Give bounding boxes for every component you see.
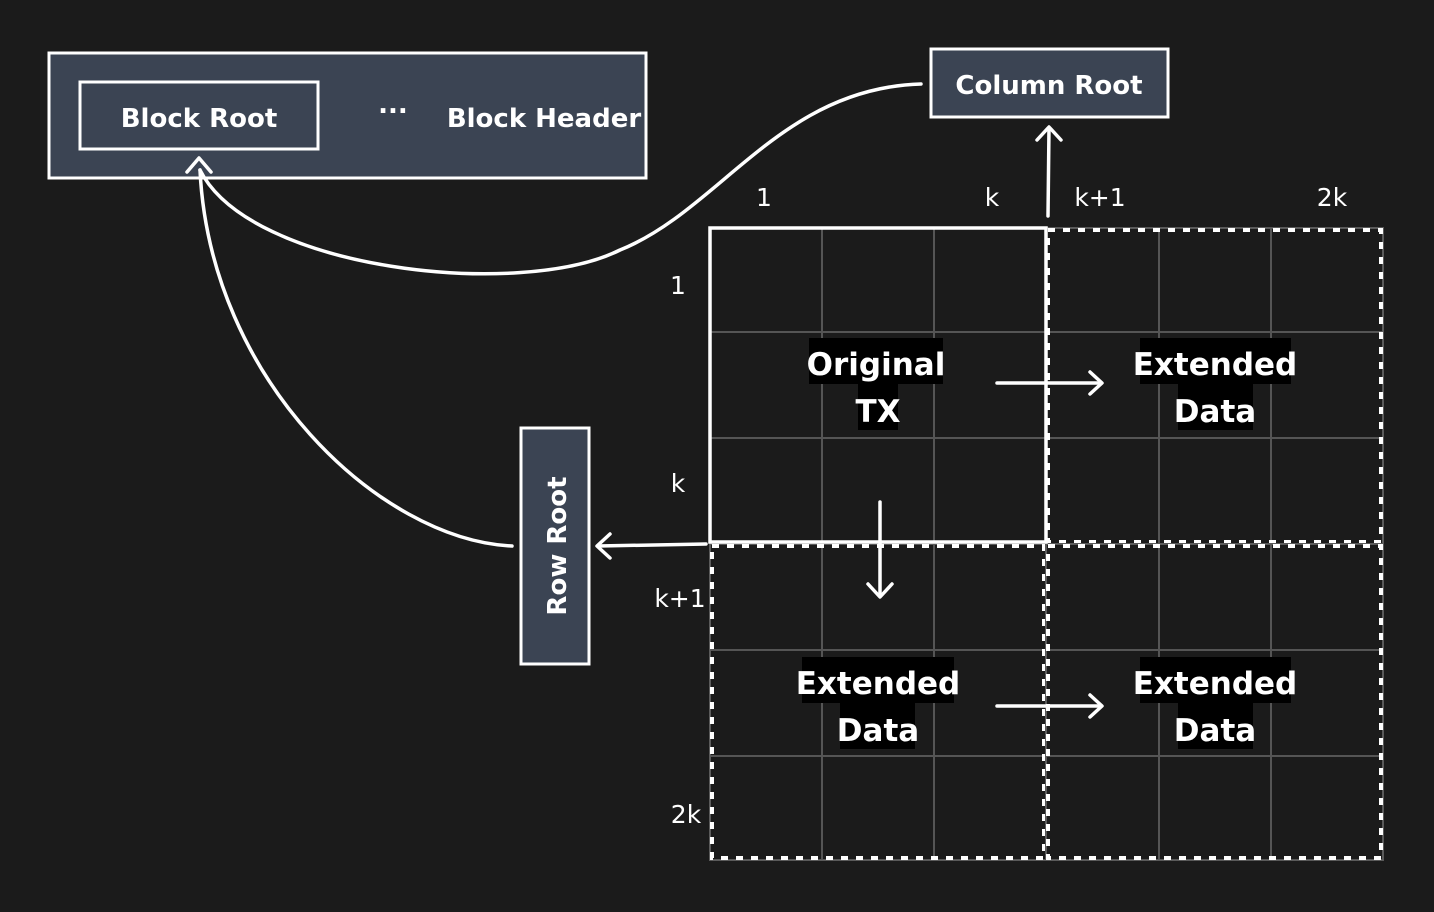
quadrant-label-line2: Data	[837, 713, 919, 749]
label-background	[802, 657, 954, 703]
label-background	[809, 338, 943, 384]
ellipsis-label: ...	[378, 90, 408, 120]
curve-path	[198, 82, 923, 276]
label-background	[1140, 657, 1291, 703]
original-tx-label: Original TX	[807, 338, 946, 430]
row-axis-label: k	[671, 469, 686, 498]
block-header-box: Block Root ... Block Header	[47, 51, 648, 180]
curve-column-root-to-block-root	[198, 82, 923, 276]
quadrant-label-line2: Data	[1174, 394, 1256, 430]
top-left-quadrant-border	[708, 226, 1048, 544]
arrow-to-column-root	[1035, 125, 1063, 218]
row-root-box: Row Root	[519, 426, 591, 666]
top-right-quadrant-border	[1046, 228, 1383, 544]
quadrant-label-line2: TX	[855, 394, 900, 430]
arrow-down-icon	[866, 582, 894, 599]
arrow-up-icon	[185, 156, 213, 174]
arrow-right-icon	[1088, 370, 1104, 396]
arrow-line	[1046, 126, 1051, 218]
label-background	[858, 384, 898, 430]
label-background	[1178, 384, 1253, 430]
column-axis-label: k+1	[1074, 183, 1125, 212]
column-axis: 1 k k+1 2k	[756, 183, 1348, 212]
arrow-left-icon	[595, 532, 612, 560]
column-root-box: Column Root	[929, 47, 1170, 119]
column-root-label: Column Root	[955, 71, 1142, 101]
bottom-right-quadrant-border	[1046, 544, 1383, 860]
row-axis-label: 1	[670, 271, 686, 300]
arrow-extended-to-extended-right	[995, 693, 1104, 719]
column-root-rect	[929, 47, 1170, 119]
row-axis-label: k+1	[654, 584, 705, 613]
block-root-box	[78, 80, 320, 151]
arrow-line	[596, 542, 708, 548]
arrow-to-row-root	[595, 532, 708, 560]
block-header-label: Block Header	[447, 104, 642, 134]
label-background	[1178, 703, 1253, 749]
quadrant-label-line1: Extended	[796, 666, 961, 702]
row-root-label: Row Root	[543, 476, 573, 615]
row-root-rect	[519, 426, 591, 666]
quadrant-borders	[708, 226, 1384, 861]
quadrant-label-line1: Extended	[1133, 666, 1298, 702]
label-background	[1140, 338, 1291, 384]
arrow-right-icon	[1088, 693, 1104, 719]
quadrant-label-line1: Original	[807, 347, 946, 383]
curve-path	[198, 168, 514, 548]
quadrant-label-line2: Data	[1174, 713, 1256, 749]
row-axis-label: 2k	[671, 800, 702, 829]
arrow-original-to-extended-down	[866, 500, 894, 599]
arrow-original-to-extended-right	[995, 370, 1104, 396]
extended-data-bottom-right-label: Extended Data	[1133, 657, 1298, 749]
quadrant-label-line1: Extended	[1133, 347, 1298, 383]
label-background	[840, 703, 915, 749]
block-root-label: Block Root	[121, 104, 278, 134]
arrow-up-icon	[1035, 125, 1063, 142]
extended-data-bottom-left-label: Extended Data	[796, 657, 961, 749]
column-axis-label: 2k	[1317, 183, 1348, 212]
curve-row-root-to-block-root	[198, 168, 514, 548]
block-header-rect	[47, 51, 648, 180]
column-axis-label: 1	[756, 183, 772, 212]
extended-data-top-right-label: Extended Data	[1133, 338, 1298, 430]
bottom-left-quadrant-border	[710, 544, 1046, 860]
row-axis: 1 k k+1 2k	[654, 271, 705, 829]
column-axis-label: k	[985, 183, 1000, 212]
